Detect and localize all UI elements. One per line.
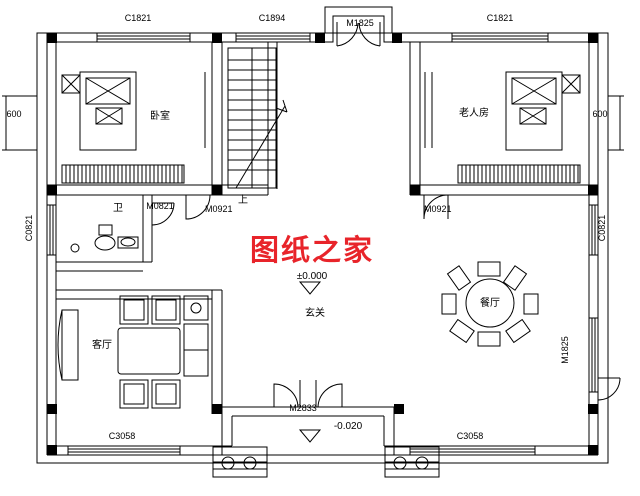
label-window-c1821-left: C1821 xyxy=(125,13,152,23)
room-label-elder-bedroom: 老人房 xyxy=(459,106,489,119)
room-label-entry-hall: 玄关 xyxy=(305,306,325,319)
label-window-c3058-left: C3058 xyxy=(109,431,136,441)
dimension-left-600: 600 xyxy=(6,109,21,119)
structural-columns xyxy=(47,33,598,455)
room-label-living: 客厅 xyxy=(92,338,112,351)
staircase xyxy=(227,47,288,189)
elevation-entry-label: -0.020 xyxy=(334,421,363,432)
dimension-lines xyxy=(2,95,624,151)
label-door-m0821: M0821 xyxy=(146,201,174,211)
entry-steps xyxy=(212,446,440,478)
furniture-bedroom-right xyxy=(457,71,581,184)
watermark-text: 图纸之家 xyxy=(250,233,374,267)
label-door-m0921-left: M0921 xyxy=(205,204,233,214)
room-label-bathroom: 卫 xyxy=(113,203,123,214)
furniture-living-room xyxy=(57,295,209,409)
windows xyxy=(46,32,599,456)
label-door-m0921-right: M0921 xyxy=(424,204,452,214)
room-label-stair-up: 上 xyxy=(238,194,248,206)
room-label-dining: 餐厅 xyxy=(480,296,500,309)
label-door-m1825-top: M1825 xyxy=(346,18,374,28)
furniture-bedroom-left xyxy=(61,71,185,184)
label-window-c1894: C1894 xyxy=(259,13,286,23)
wall-structure xyxy=(46,6,599,456)
label-window-c3058-right: C3058 xyxy=(457,431,484,441)
furniture-dining xyxy=(441,261,539,347)
elevation-main-label: ±0.000 xyxy=(297,271,328,282)
elevation-markers xyxy=(298,281,322,443)
label-window-c0821-left: C0821 xyxy=(24,215,34,242)
label-window-c1821-right: C1821 xyxy=(487,13,514,23)
label-window-m1825-right: M1825 xyxy=(560,336,570,364)
label-window-c0821-right: C0821 xyxy=(597,215,607,242)
room-label-bedroom-left: 卧室 xyxy=(150,109,170,122)
furniture-bathroom xyxy=(70,224,139,253)
doors xyxy=(151,16,621,408)
dimension-right-600: 600 xyxy=(592,109,607,119)
label-door-m2833: M2833 xyxy=(289,403,317,413)
